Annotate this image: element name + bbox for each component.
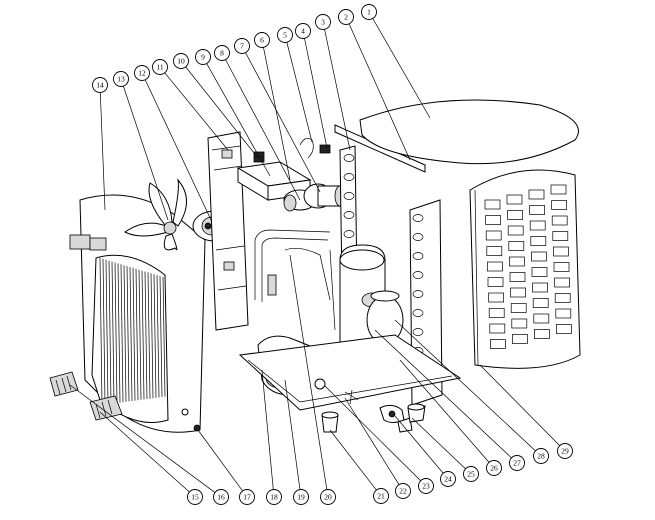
callout-21: 21 <box>373 488 389 504</box>
rear-grille-panel <box>469 169 581 369</box>
side-panel-screw <box>181 408 189 416</box>
side-panel-bracket-2 <box>89 237 107 251</box>
callout-7: 7 <box>234 38 250 54</box>
callout-5: 5 <box>277 27 293 43</box>
four-way-valve <box>314 378 326 390</box>
callout-8: 8 <box>214 45 230 61</box>
svg-text:7: 7 <box>240 42 244 51</box>
vertical-mounting-bracket <box>207 131 249 331</box>
callout-15: 15 <box>187 489 203 505</box>
svg-text:22: 22 <box>399 487 407 496</box>
callout-20: 20 <box>320 489 336 505</box>
rubber-foot <box>321 411 339 433</box>
svg-text:1: 1 <box>367 8 371 17</box>
water-connectors <box>49 371 123 421</box>
svg-text:16: 16 <box>217 493 225 502</box>
callout-29: 29 <box>557 443 573 459</box>
callout-leader-lines <box>69 18 560 493</box>
callout-1: 1 <box>361 4 377 20</box>
svg-text:27: 27 <box>513 459 521 468</box>
svg-text:23: 23 <box>422 482 430 491</box>
callout-12: 12 <box>134 65 150 81</box>
svg-text:5: 5 <box>283 31 287 40</box>
svg-text:25: 25 <box>467 470 475 479</box>
callout-11: 11 <box>152 59 168 75</box>
svg-text:12: 12 <box>138 69 146 78</box>
svg-text:19: 19 <box>297 493 305 502</box>
callout-25: 25 <box>463 466 479 482</box>
svg-text:6: 6 <box>260 36 264 45</box>
callout-13: 13 <box>113 71 129 87</box>
svg-text:21: 21 <box>377 492 385 501</box>
callout-4: 4 <box>295 23 311 39</box>
callout-24: 24 <box>440 471 456 487</box>
heat-exchanger-fins <box>99 257 166 406</box>
drain-screw <box>193 424 201 432</box>
vibration-pad <box>407 403 426 423</box>
svg-text:2: 2 <box>344 13 348 22</box>
callout-27: 27 <box>509 455 525 471</box>
base-tray <box>238 334 462 411</box>
wire-clip <box>299 138 314 159</box>
svg-text:14: 14 <box>96 81 104 90</box>
svg-text:20: 20 <box>324 493 332 502</box>
svg-text:4: 4 <box>301 27 305 36</box>
base-clip <box>344 389 359 405</box>
svg-text:9: 9 <box>201 53 205 62</box>
svg-text:13: 13 <box>117 75 125 84</box>
svg-text:29: 29 <box>561 447 569 456</box>
callout-23: 23 <box>418 478 434 494</box>
callout-10: 10 <box>173 53 189 69</box>
callout-18: 18 <box>266 489 282 505</box>
svg-text:11: 11 <box>156 63 163 72</box>
callout-26: 26 <box>486 460 502 476</box>
svg-text:18: 18 <box>270 493 278 502</box>
svg-text:10: 10 <box>177 57 185 66</box>
svg-text:26: 26 <box>490 464 498 473</box>
drain-connector <box>379 404 405 423</box>
callout-6: 6 <box>254 32 270 48</box>
svg-text:15: 15 <box>191 493 199 502</box>
callout-3: 3 <box>315 14 331 30</box>
refrigerant-piping <box>254 229 336 331</box>
callout-22: 22 <box>395 483 411 499</box>
svg-text:24: 24 <box>444 475 452 484</box>
callout-19: 19 <box>293 489 309 505</box>
callout-28: 28 <box>533 448 549 464</box>
callout-9: 9 <box>195 49 211 65</box>
terminal-block <box>319 144 331 154</box>
callout-16: 16 <box>213 489 229 505</box>
callout-17: 17 <box>239 489 255 505</box>
callout-14: 14 <box>92 77 108 93</box>
svg-text:3: 3 <box>321 18 325 27</box>
callout-2: 2 <box>338 9 354 25</box>
drain-pipe-fitting <box>397 417 413 433</box>
top-cover <box>359 99 579 165</box>
svg-text:8: 8 <box>220 49 224 58</box>
svg-text:28: 28 <box>537 452 545 461</box>
fan-motor <box>303 183 346 209</box>
side-panel-bracket <box>69 234 91 250</box>
svg-text:17: 17 <box>243 493 251 502</box>
